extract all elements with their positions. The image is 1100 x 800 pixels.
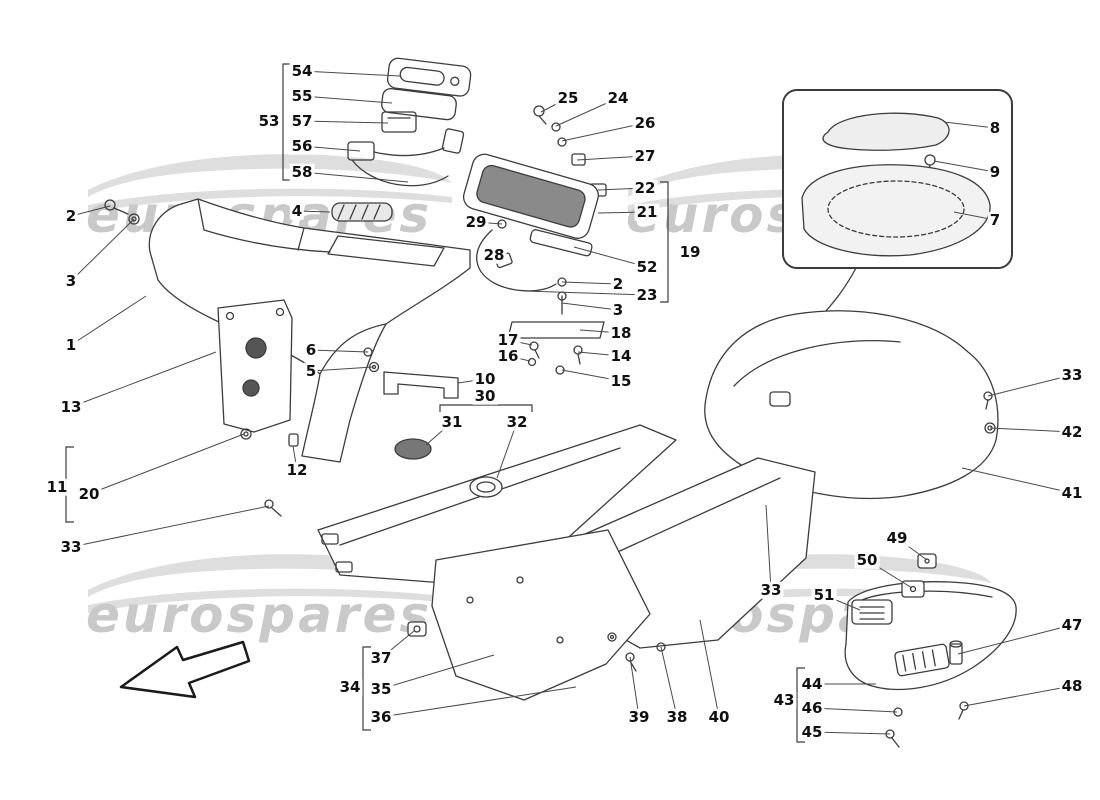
leader-line-33 — [765, 504, 772, 591]
group-brackets — [65, 63, 805, 743]
u-bracket — [383, 371, 459, 399]
direction-arrow-icon — [119, 640, 251, 699]
leader-line-9 — [933, 160, 996, 173]
leader-line-15 — [561, 369, 622, 382]
leader-line-54 — [301, 70, 401, 77]
leader-line-39 — [629, 656, 640, 718]
leader-line-25 — [540, 97, 569, 113]
bracket-53 — [282, 63, 291, 181]
leader-line-2 — [70, 205, 111, 217]
leader-line-29 — [475, 221, 503, 225]
leader-line-37 — [380, 630, 415, 659]
leader-line-8 — [943, 121, 996, 129]
leader-line-57 — [301, 120, 389, 124]
leader-line-38 — [660, 646, 678, 718]
leader-line-58 — [301, 171, 409, 183]
bracket-34 — [362, 646, 371, 731]
leader-line-33 — [987, 374, 1073, 397]
leader-line-49 — [896, 537, 928, 561]
leader-line-50 — [866, 559, 913, 589]
leader-line-26 — [561, 122, 646, 142]
leader-line-27 — [576, 155, 646, 161]
bracket-43 — [796, 667, 805, 743]
bracket-19 — [660, 181, 669, 303]
leader-line-51 — [823, 594, 861, 611]
leader-line-52 — [573, 246, 648, 268]
leader-line-6 — [310, 349, 369, 353]
leader-line-41 — [961, 467, 1073, 494]
leader-line-3 — [70, 218, 135, 282]
leader-line-48 — [963, 685, 1073, 707]
leader-line-28 — [493, 254, 504, 261]
armrest-detail-box — [782, 89, 1013, 319]
leader-line-2 — [561, 281, 619, 285]
leader-line-24 — [555, 97, 619, 127]
leader-line-16 — [507, 355, 531, 362]
leader-line-45 — [811, 731, 891, 735]
leader-line-20 — [88, 433, 245, 495]
leader-line-18 — [579, 329, 622, 334]
leader-line-47 — [957, 624, 1073, 655]
leader-line-14 — [577, 351, 622, 357]
leader-line-42 — [989, 427, 1073, 433]
leader-line-40 — [699, 619, 720, 718]
leader-line-10 — [457, 378, 486, 384]
leader-line-5 — [310, 366, 374, 372]
bracket-30 — [439, 404, 533, 412]
leader-line-33 — [70, 505, 270, 548]
leader-line-22 — [597, 187, 646, 191]
leader-line-55 — [301, 95, 393, 104]
leader-line-23 — [523, 290, 648, 296]
leader-line-56 — [301, 145, 361, 152]
swoosh-watermark — [88, 188, 452, 213]
support-bracket — [104, 199, 293, 440]
leader-line-35 — [380, 654, 495, 690]
leader-line-3 — [561, 302, 619, 311]
leader-line-31 — [425, 421, 453, 446]
car-silhouette-watermark — [88, 154, 452, 197]
leader-line-12 — [292, 445, 298, 471]
rear-console — [844, 553, 1017, 748]
leader-line-7 — [953, 211, 996, 221]
side-panels — [264, 424, 816, 701]
leader-line-4 — [296, 210, 331, 213]
leader-line-46 — [811, 707, 898, 713]
leader-line-13 — [70, 351, 217, 408]
switch-plate-assembly — [347, 57, 472, 187]
leader-line-1 — [70, 295, 147, 346]
tunnel-pad — [331, 202, 393, 222]
instrument-pod-assembly — [462, 105, 607, 375]
leader-line-17 — [507, 339, 533, 346]
leader-line-36 — [380, 686, 577, 718]
leader-line-32 — [496, 421, 518, 479]
leader-line-21 — [597, 211, 648, 214]
